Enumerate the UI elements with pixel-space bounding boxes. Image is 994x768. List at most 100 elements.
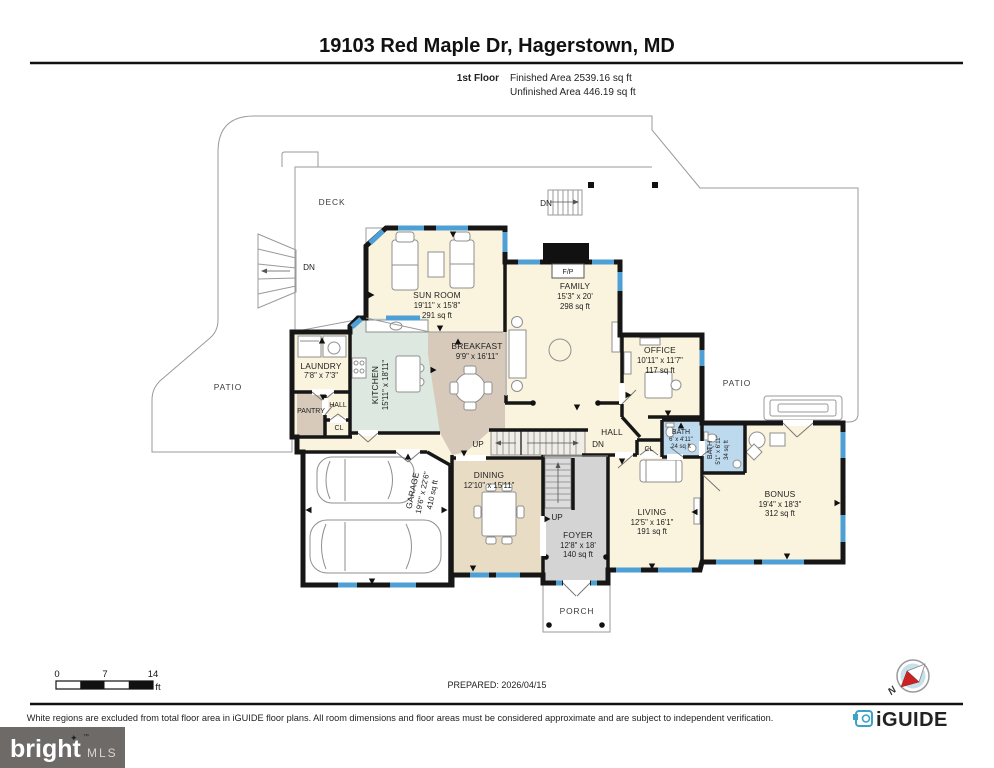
deck-inner-edge xyxy=(281,151,652,330)
svg-text:19'11" x 15'8": 19'11" x 15'8" xyxy=(414,301,461,310)
svg-text:140 sq ft: 140 sq ft xyxy=(563,550,594,559)
compass-north-label: N xyxy=(886,684,899,698)
stairs-foyer: UP xyxy=(544,457,572,522)
hot-tub xyxy=(763,395,843,421)
svg-text:KITCHEN: KITCHEN xyxy=(370,366,380,404)
porch: PORCH xyxy=(542,584,611,633)
iguide-logo: iGUIDE xyxy=(853,709,948,731)
bright-mls-box xyxy=(0,727,125,768)
furniture xyxy=(297,231,786,574)
scale-unit: ft xyxy=(155,682,161,693)
label-office: OFFICE 10'11" x 11'7" 117 sq ft xyxy=(637,345,683,375)
svg-text:12'8" x 18': 12'8" x 18' xyxy=(560,541,596,550)
car xyxy=(309,519,442,574)
opening-arrows xyxy=(305,231,841,585)
svg-text:SUN ROOM: SUN ROOM xyxy=(413,290,461,300)
label-foyer: FOYER 12'8" x 18' 140 sq ft xyxy=(560,530,596,559)
svg-text:12'5" x 16'1": 12'5" x 16'1" xyxy=(631,518,674,527)
label-kitchen: KITCHEN 15'11" x 18'11" xyxy=(370,360,390,411)
svg-text:BONUS: BONUS xyxy=(765,489,796,499)
bright-tm: ™ xyxy=(83,733,89,740)
mls-wordmark: MLS xyxy=(87,746,118,760)
label-bonus: BONUS 19'4" x 18'3" 312 sq ft xyxy=(759,489,802,518)
label-fireplace: F/P xyxy=(563,269,574,276)
deck-post xyxy=(652,182,658,188)
stairs-dn-label: DN xyxy=(592,440,604,449)
fireplace xyxy=(543,243,589,264)
patio-left-label: PATIO xyxy=(214,382,242,392)
deck-stairs-left-dn: DN xyxy=(303,263,315,272)
svg-text:12'10" x 15'11": 12'10" x 15'11" xyxy=(464,481,515,490)
svg-text:15'11" x 18'11": 15'11" x 18'11" xyxy=(381,360,390,411)
compass-needle-red xyxy=(900,670,920,688)
label-hall-center: HALL xyxy=(601,427,623,437)
iguide-wordmark: iGUIDE xyxy=(876,709,948,731)
svg-text:FOYER: FOYER xyxy=(563,530,593,540)
footer-disclaimer: White regions are excluded from total fl… xyxy=(27,713,774,723)
label-living: LIVING 12'5" x 16'1" 191 sq ft xyxy=(631,507,674,536)
svg-text:LIVING: LIVING xyxy=(638,507,667,517)
outdoor-regions: DN DN DECK PATIO PATIO xyxy=(151,115,859,633)
unfinished-area: Unfinished Area 446.19 sq ft xyxy=(510,87,636,98)
patio-right-label: PATIO xyxy=(723,378,751,388)
svg-text:BATH: BATH xyxy=(707,441,714,459)
finished-area: Finished Area 2539.16 sq ft xyxy=(510,73,632,84)
label-dining: DINING 12'10" x 15'11" xyxy=(464,470,515,490)
label-hall-west: HALL xyxy=(329,402,347,409)
label-bath-main: BATH 6' x 4'11" 24 sq ft xyxy=(669,429,693,450)
deck-stairs-top: DN xyxy=(540,189,583,216)
svg-text:OFFICE: OFFICE xyxy=(644,345,676,355)
svg-text:5'1" x 6'11": 5'1" x 6'11" xyxy=(716,435,722,464)
bright-star-icon: ✦ xyxy=(70,733,78,743)
stairs-center: UP DN xyxy=(472,430,604,456)
svg-text:9'9" x 16'11": 9'9" x 16'11" xyxy=(456,352,498,361)
svg-text:DINING: DINING xyxy=(474,470,505,480)
svg-text:117 sq ft: 117 sq ft xyxy=(645,366,675,375)
porch-label: PORCH xyxy=(560,606,595,616)
svg-text:298 sq ft: 298 sq ft xyxy=(560,302,591,311)
compass: N xyxy=(886,659,930,698)
svg-text:34 sq ft: 34 sq ft xyxy=(724,440,730,460)
label-breakfast: BREAKFAST 9'9" x 16'11" xyxy=(451,341,502,361)
stairs-up-label: UP xyxy=(472,440,484,449)
svg-text:15'3" x 20': 15'3" x 20' xyxy=(557,292,593,301)
page-title: 19103 Red Maple Dr, Hagerstown, MD xyxy=(319,35,675,57)
svg-text:BREAKFAST: BREAKFAST xyxy=(451,341,502,351)
svg-text:LAUNDRY: LAUNDRY xyxy=(300,361,341,371)
svg-text:191 sq ft: 191 sq ft xyxy=(637,527,668,536)
footer: White regions are excluded from total fl… xyxy=(0,702,963,768)
svg-text:19'4" x 18'3": 19'4" x 18'3" xyxy=(759,500,802,509)
room-pantry xyxy=(297,392,325,437)
svg-text:312 sq ft: 312 sq ft xyxy=(765,509,796,518)
scale-zero: 0 xyxy=(54,669,59,680)
floor-label: 1st Floor xyxy=(457,73,499,84)
label-sun-room: SUN ROOM 19'11" x 15'8" 291 sq ft xyxy=(413,290,461,320)
scale-mid: 7 xyxy=(102,669,107,680)
bright-mls-logo: bright ✦ ™ MLS xyxy=(0,727,125,768)
scale-bar: 0 7 14 ft xyxy=(54,669,161,693)
svg-text:6' x 4'11": 6' x 4'11" xyxy=(669,437,693,443)
deck-label: DECK xyxy=(319,197,346,207)
deck-stairs-left: DN xyxy=(257,233,315,309)
prepared-date: PREPARED: 2026/04/15 xyxy=(448,680,547,690)
bright-wordmark: bright xyxy=(10,735,81,763)
deck-post xyxy=(588,182,594,188)
svg-text:10'11" x 11'7": 10'11" x 11'7" xyxy=(637,356,683,365)
svg-text:24 sq ft: 24 sq ft xyxy=(671,444,691,450)
car xyxy=(316,456,415,504)
label-family: FAMILY 15'3" x 20' 298 sq ft xyxy=(557,281,593,311)
label-laundry: LAUNDRY 7'8" x 7'3" xyxy=(300,361,341,380)
svg-text:FAMILY: FAMILY xyxy=(560,281,591,291)
iguide-icon xyxy=(853,714,858,720)
svg-text:BATH: BATH xyxy=(672,429,690,436)
room-kitchen xyxy=(350,318,440,433)
doors xyxy=(311,384,814,597)
label-bath-second: BATH 5'1" x 6'11" 34 sq ft xyxy=(707,435,730,464)
scale-max: 14 xyxy=(148,669,159,680)
svg-text:7'8" x 7'3": 7'8" x 7'3" xyxy=(304,371,338,380)
label-pantry: PANTRY xyxy=(297,408,325,415)
stairs-foyer-up-label: UP xyxy=(551,513,563,522)
svg-text:291 sq ft: 291 sq ft xyxy=(422,311,453,320)
